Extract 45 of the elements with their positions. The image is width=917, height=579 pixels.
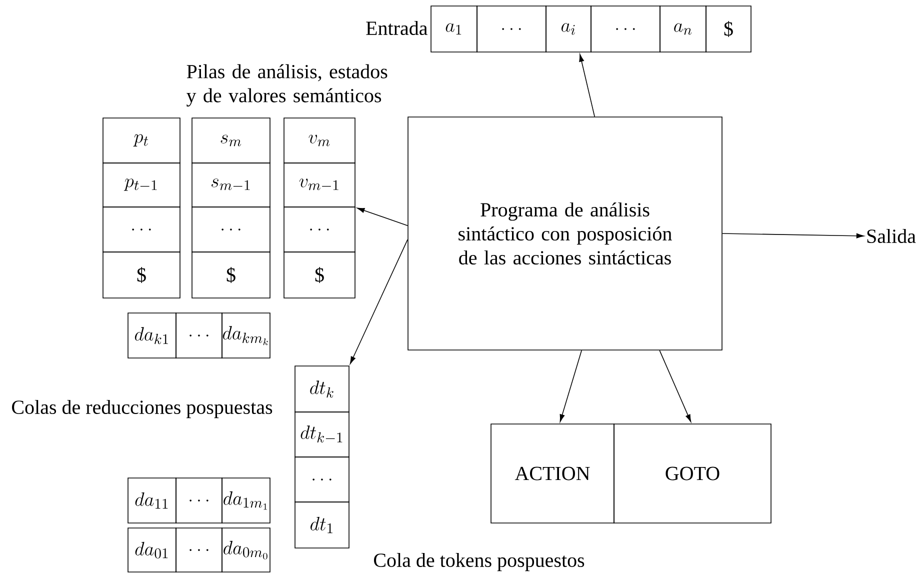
stack-cell: $\ldots$: [192, 206, 270, 252]
stack-cell: $: [284, 252, 356, 298]
tape-cell: $a_i$: [546, 6, 592, 52]
stack-cell: $: [102, 252, 180, 298]
stack-cell: $\ldots$: [102, 206, 180, 252]
stack-cell: $s_m$: [192, 118, 270, 164]
stack-cell: $v_{m-1}$: [284, 162, 356, 208]
stack-cell: $v_m$: [284, 118, 356, 164]
caption-text: Pilas de análisis, estados y de valores semánticos: [186, 64, 388, 106]
queue-cell: $\ldots$: [176, 478, 222, 524]
queue-cell: $dt_k$: [294, 366, 350, 412]
arrow: [350, 239, 408, 364]
program-box: Programa de análisis sintáctico con posposición de las acciones sintácticas: [408, 116, 722, 350]
arrow: [357, 208, 408, 226]
stack-cell: $: [192, 252, 270, 298]
queue-cell: $\ldots$: [176, 312, 222, 358]
queue-cell: $da_{0m_0}$: [222, 528, 270, 572]
table-cell: GOTO: [614, 424, 772, 524]
table-cell: ACTION: [490, 424, 614, 524]
caption-text: Entrada: [366, 20, 428, 36]
tape-cell: $a_1$: [430, 6, 478, 52]
caption-text: Colas de reducciones pospuestas: [12, 400, 272, 418]
tape-cell: $\ldots$: [590, 6, 660, 52]
stack-cell: $p_{t-1}$: [102, 162, 180, 208]
queue-cell: $da_{11}$: [128, 478, 176, 524]
queue-cell: $dt_{k-1}$: [294, 412, 350, 458]
stack-cell: $s_{m-1}$: [192, 162, 270, 208]
queue-cell: $da_{01}$: [128, 528, 176, 572]
queue-cell: $da_{km_k}$: [222, 312, 270, 358]
queue-cell: $da_{1m_1}$: [222, 478, 270, 524]
queue-cell: $dt_1$: [294, 502, 350, 548]
queue-cell: $\ldots$: [294, 456, 350, 502]
queue-cell: $da_{k1}$: [128, 312, 176, 358]
caption-text: Cola de tokens pospuestos: [374, 552, 584, 572]
tape-cell: $a_n$: [660, 6, 706, 52]
tape-cell: $\ldots$: [476, 6, 546, 52]
arrow: [722, 233, 864, 238]
arrow: [579, 54, 595, 117]
stack-cell: $p_t$: [102, 118, 180, 164]
stack-cell: $\ldots$: [284, 206, 356, 252]
arrow: [659, 350, 692, 422]
output-label: Salida: [867, 228, 916, 244]
tape-cell: $: [706, 6, 752, 52]
queue-cell: $\ldots$: [176, 528, 222, 572]
arrow: [560, 350, 582, 422]
